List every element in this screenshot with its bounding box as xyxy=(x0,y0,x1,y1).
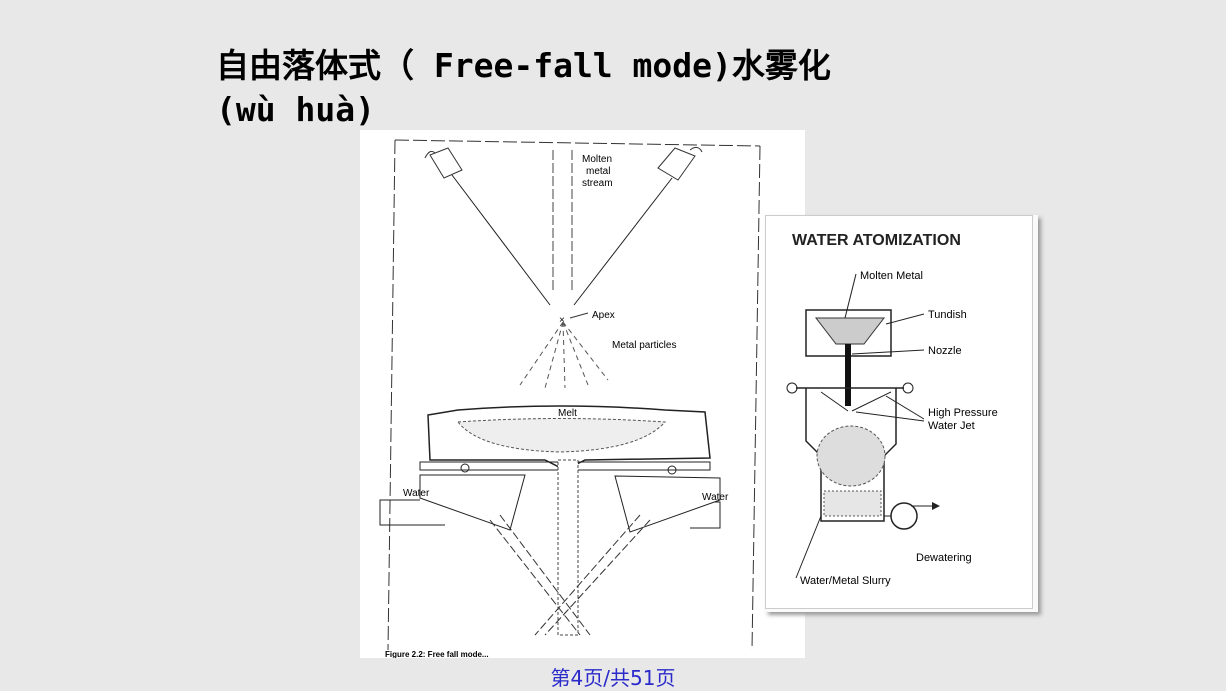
particles-label: Metal particles xyxy=(612,340,676,351)
water-atomization-heading: WATER ATOMIZATION xyxy=(792,232,961,249)
water-left-label: Water xyxy=(403,488,430,499)
apex-marker: × xyxy=(559,315,565,326)
stream-label-3: stream xyxy=(582,178,613,189)
slurry-label: Water/Metal Slurry xyxy=(800,575,891,587)
stream-label-1: Molten xyxy=(582,154,612,165)
water-atomization-svg: WATER ATOMIZATION Molten Metal Tundish N… xyxy=(786,232,998,587)
left-nozzle-icon xyxy=(424,147,463,179)
water-atomization-figure: WATER ATOMIZATION Molten Metal Tundish N… xyxy=(765,215,1038,612)
figure-caption: Figure 2.2: Free fall mode... xyxy=(385,650,489,658)
nozzle-label: Nozzle xyxy=(928,345,962,357)
jet-label-2: Water Jet xyxy=(928,420,975,432)
tundish-label: Tundish xyxy=(928,309,967,321)
stream-label-2: metal xyxy=(586,166,610,177)
melt-label: Melt xyxy=(558,408,577,419)
free-fall-diagram-svg: Molten metal stream × Apex Metal particl… xyxy=(379,139,761,659)
free-fall-diagram: Molten metal stream × Apex Metal particl… xyxy=(360,130,805,659)
page-footer: 第4页/共51页 xyxy=(550,666,676,690)
slide-title: 自由落体式（ Free-fall mode)水雾化 (wù huà) xyxy=(216,44,831,132)
apex-label: Apex xyxy=(592,310,615,321)
molten-metal-label: Molten Metal xyxy=(860,270,923,282)
water-right-label: Water xyxy=(702,492,729,503)
title-line-1: 自由落体式（ Free-fall mode)水雾化 xyxy=(216,46,831,85)
water-atomization-panel: WATER ATOMIZATION Molten Metal Tundish N… xyxy=(765,215,1033,609)
title-line-2: (wù huà) xyxy=(216,90,375,129)
right-nozzle-icon xyxy=(657,146,703,181)
jet-label-1: High Pressure xyxy=(928,407,998,419)
dewatering-label: Dewatering xyxy=(916,552,972,564)
